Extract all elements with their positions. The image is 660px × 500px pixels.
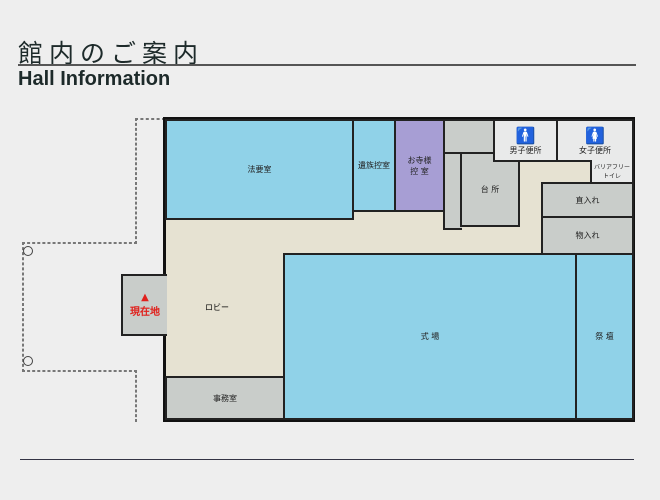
room-barrier-free-toilet: バリアフリートイレ: [590, 160, 634, 184]
room-label: バリアフリー: [593, 164, 630, 171]
room-storage-1: 直入れ: [541, 182, 634, 218]
room-men: 🚹男子便所: [493, 119, 558, 162]
room-label: お寺様: [407, 155, 432, 165]
pillar-icon: [23, 356, 33, 366]
woman-icon: 🚺: [585, 126, 605, 145]
header-divider: [18, 64, 636, 66]
room-women: 🚺女子便所: [556, 119, 634, 162]
room-label: 事務室: [213, 393, 237, 403]
room-service: [443, 152, 462, 230]
outline: [135, 370, 137, 422]
outline: [22, 242, 137, 244]
room-label: 物入れ: [575, 231, 600, 240]
room-hoyoshitsu: 法要室: [165, 119, 354, 220]
room-label: 式 場: [420, 332, 440, 341]
room-label: 男子便所: [509, 146, 542, 155]
room-label: 法要室: [247, 165, 272, 174]
outline: [22, 370, 137, 372]
room-ceremony-hall: 式 場: [283, 253, 577, 420]
room-izoku: 遺族控室: [352, 119, 396, 212]
lobby-label: ロビー: [205, 303, 229, 312]
footer-divider: [20, 459, 634, 460]
room-service: [443, 119, 495, 154]
room-label: トイレ: [602, 173, 621, 180]
outline: [22, 242, 24, 372]
outline: [135, 118, 165, 120]
room-label: 女子便所: [579, 146, 611, 155]
room-storage-2: 物入れ: [541, 216, 634, 255]
title-japanese: 館内のご案内: [18, 39, 205, 68]
current-location-label: 現在地: [130, 307, 160, 318]
room-label: 控 室: [410, 166, 429, 176]
room-label: 遺族控室: [358, 161, 390, 170]
room-label: 直入れ: [575, 195, 600, 205]
current-location-area: ▲ 現在地: [121, 274, 167, 336]
room-label: 台 所: [480, 185, 500, 194]
man-icon: 🚹: [515, 126, 536, 145]
room-label: 祭 壇: [595, 332, 614, 341]
room-otera: お寺様控 室: [394, 119, 445, 212]
location-marker-icon: ▲: [141, 292, 149, 303]
room-office: 事務室: [165, 376, 285, 420]
pillar-icon: [23, 246, 33, 256]
room-altar: 祭 壇: [575, 253, 634, 420]
room-kitchen: 台 所: [460, 152, 520, 227]
outline: [135, 118, 137, 244]
title-english: Hall Information: [18, 68, 171, 90]
